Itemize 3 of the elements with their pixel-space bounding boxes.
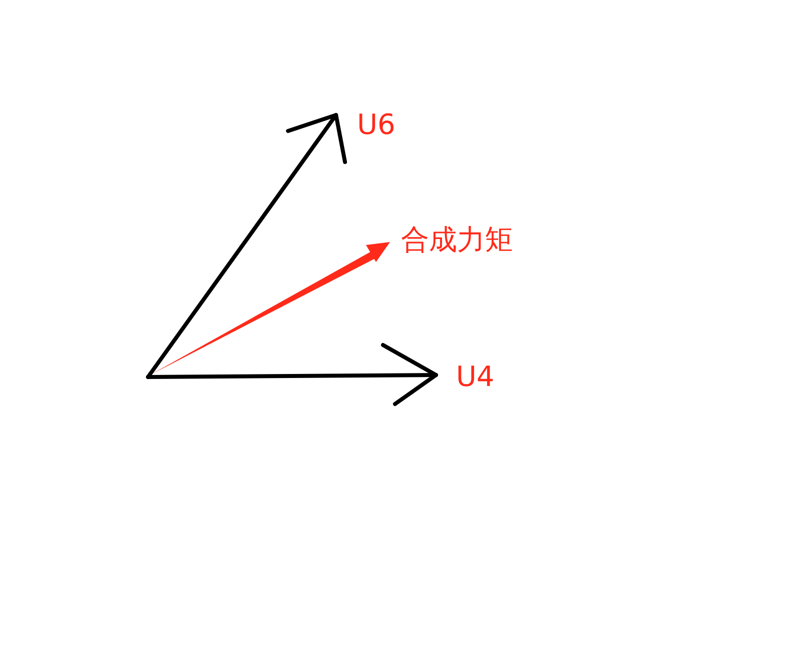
vector-label: 合成力矩 [401,224,513,256]
vector-label: U6 [357,109,396,141]
vector-label: U4 [456,361,494,393]
